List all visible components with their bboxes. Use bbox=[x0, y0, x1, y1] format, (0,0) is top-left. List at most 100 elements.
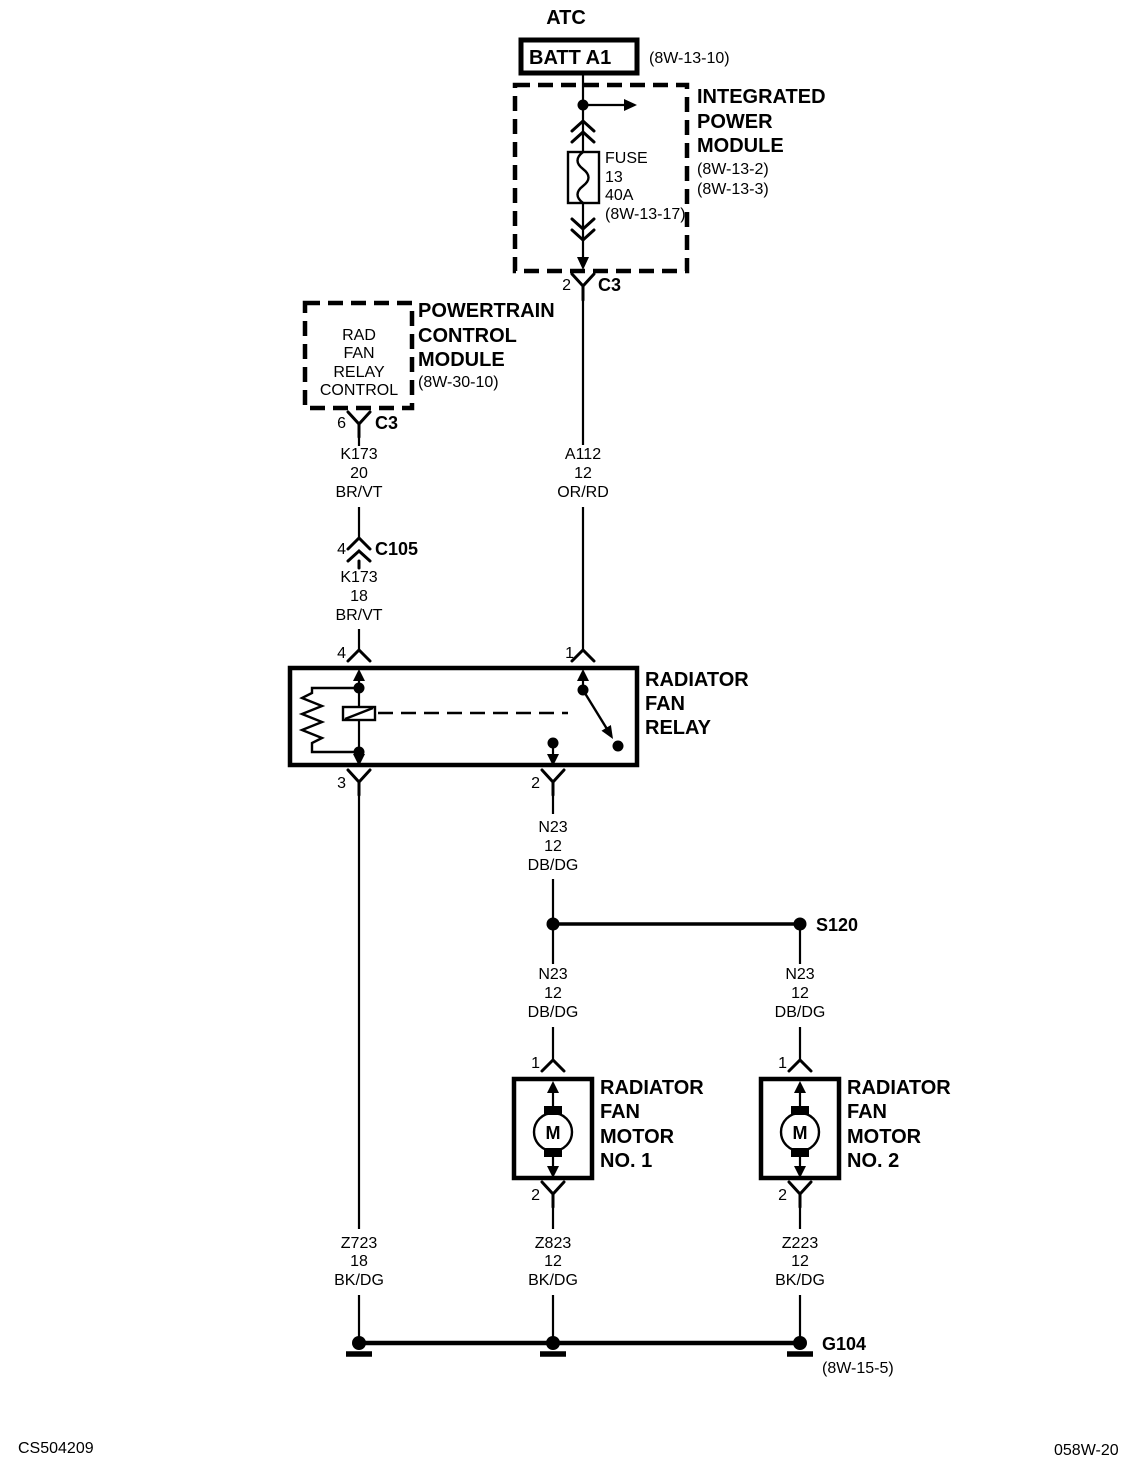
wire-label-line: Z823 bbox=[535, 1235, 572, 1252]
motor1-pin-bottom: 2 bbox=[531, 1180, 566, 1209]
wire-k173-20: K173 20 BR/VT bbox=[335, 437, 383, 537]
pcm-title-line: MODULE bbox=[418, 349, 505, 371]
wire-label-line: 12 bbox=[574, 465, 592, 482]
wire-label-line: 12 bbox=[544, 838, 562, 855]
ipm-box bbox=[512, 82, 690, 274]
wire-label-line: 18 bbox=[350, 588, 368, 605]
ground-ref: (8W-15-5) bbox=[822, 1360, 894, 1377]
relay-title-line: RELAY bbox=[645, 717, 712, 739]
arrow-down-icon bbox=[547, 1166, 559, 1178]
ground-label: G104 bbox=[822, 1334, 866, 1354]
wire-arrow-down-icon bbox=[577, 257, 589, 270]
wire-k173-18: K173 18 BR/VT bbox=[335, 569, 383, 650]
wire-label-line: 20 bbox=[350, 465, 368, 482]
wire-label-line: BR/VT bbox=[335, 484, 382, 501]
pcm-signal-line: RAD bbox=[342, 327, 376, 344]
brush-contact bbox=[791, 1106, 809, 1115]
arrow-up-icon bbox=[794, 1081, 806, 1093]
connector-icon bbox=[787, 1057, 813, 1073]
wire-z223: Z223 12 BK/DG bbox=[775, 1207, 825, 1340]
battery-feed-label: BATT A1 bbox=[529, 47, 611, 69]
motor-icon: M bbox=[532, 1081, 574, 1178]
ground-icon bbox=[540, 1336, 566, 1357]
ground-bus-g104: G104 (8W-15-5) bbox=[346, 1334, 894, 1377]
pcm-title-line: POWERTRAIN bbox=[418, 300, 555, 322]
battery-feed-box bbox=[518, 37, 640, 76]
wire-label-line: BK/DG bbox=[528, 1272, 578, 1289]
connector-icon bbox=[787, 1180, 813, 1209]
radiator-fan-motor-2: 1 M RADIATOR FAN MOTOR NO. 2 2 bbox=[758, 1055, 951, 1209]
wire-label-line: DB/DG bbox=[528, 1004, 579, 1021]
wire-label-line: Z223 bbox=[782, 1235, 819, 1252]
motor2-title-line: RADIATOR bbox=[847, 1077, 951, 1099]
relay-coil-icon bbox=[341, 705, 377, 722]
wire-label-line: N23 bbox=[785, 966, 814, 983]
relay-pin-2: 2 bbox=[531, 768, 566, 797]
pin-number: 4 bbox=[337, 645, 346, 662]
connector-icon bbox=[540, 768, 566, 797]
wire-label-line: 12 bbox=[544, 985, 562, 1002]
motor2-pin-bottom: 2 bbox=[778, 1180, 813, 1209]
motor1-title-line: RADIATOR bbox=[600, 1077, 704, 1099]
arrow-up-icon bbox=[353, 669, 365, 681]
wire-n23-right: N23 12 DB/DG bbox=[775, 930, 826, 1059]
wire-n23-top: N23 12 DB/DG bbox=[528, 795, 579, 920]
ground-icon bbox=[346, 1336, 372, 1357]
connector-icon bbox=[346, 535, 372, 570]
motor2-pin-top: 1 bbox=[778, 1055, 813, 1073]
wire-label-line: 12 bbox=[544, 1253, 562, 1270]
pin-number: 3 bbox=[337, 775, 346, 792]
pin-number: 1 bbox=[778, 1055, 787, 1072]
relay-switch-icon bbox=[547, 669, 624, 766]
wire-a112: A112 12 OR/RD bbox=[557, 300, 609, 650]
ipm-title-line: MODULE bbox=[697, 135, 784, 157]
relay-title-line: RADIATOR bbox=[645, 669, 749, 691]
wire-z723: Z723 18 BK/DG bbox=[334, 795, 384, 1340]
wire-label-line: BR/VT bbox=[335, 607, 382, 624]
arrow-down-icon bbox=[547, 754, 559, 766]
ipm-title-line: POWER bbox=[697, 111, 773, 133]
wire-label-line: A112 bbox=[565, 446, 601, 463]
wire-label-line: K173 bbox=[340, 446, 377, 463]
pin-number: 1 bbox=[565, 645, 574, 662]
relay-pin-3: 3 bbox=[337, 768, 372, 797]
connector-icon bbox=[346, 768, 372, 797]
connector-c3-pcm: 6 C3 bbox=[337, 410, 398, 439]
arrow-up-icon bbox=[547, 1081, 559, 1093]
wire-n23-left: N23 12 DB/DG bbox=[528, 930, 579, 1059]
motor-symbol: M bbox=[793, 1123, 808, 1143]
connector-pin: 2 bbox=[562, 277, 571, 294]
connector-icon bbox=[540, 1180, 566, 1209]
fuse-label-line: (8W-13-17) bbox=[605, 206, 686, 223]
pcm-signal-line: FAN bbox=[343, 345, 374, 362]
fuse-label-line: 40A bbox=[605, 187, 634, 204]
connector-icon bbox=[540, 1057, 566, 1073]
brush-contact bbox=[544, 1148, 562, 1157]
connector-pin: 6 bbox=[337, 415, 346, 432]
connector-icon bbox=[346, 410, 372, 439]
connector-icon bbox=[570, 272, 596, 302]
brush-contact bbox=[791, 1148, 809, 1157]
wire-label-line: Z723 bbox=[341, 1235, 378, 1252]
wire-label-line: DB/DG bbox=[775, 1004, 826, 1021]
wire-z823: Z823 12 BK/DG bbox=[528, 1207, 578, 1340]
motor2-title-line: NO. 2 bbox=[847, 1150, 899, 1172]
connector-label: C3 bbox=[598, 275, 621, 295]
splice-dot bbox=[546, 917, 560, 931]
arrow-down-icon bbox=[353, 754, 365, 766]
power-takeoff-arrow-icon bbox=[583, 99, 637, 111]
pin-number: 2 bbox=[531, 1187, 540, 1204]
splice-label: S120 bbox=[816, 915, 858, 935]
pcm-ref: (8W-30-10) bbox=[418, 374, 499, 391]
motor1-pin-top: 1 bbox=[531, 1055, 566, 1073]
arrow-up-icon bbox=[577, 669, 589, 681]
wire-label-line: BK/DG bbox=[775, 1272, 825, 1289]
motor2-title-line: MOTOR bbox=[847, 1126, 922, 1148]
ipm-ref: (8W-13-3) bbox=[697, 181, 769, 198]
wire-label-line: DB/DG bbox=[528, 857, 579, 874]
pin-number: 1 bbox=[531, 1055, 540, 1072]
relay-coil-branch bbox=[298, 669, 377, 766]
battery-feed: BATT A1 (8W-13-10) bbox=[518, 37, 730, 76]
splice-s120: S120 bbox=[546, 915, 858, 935]
